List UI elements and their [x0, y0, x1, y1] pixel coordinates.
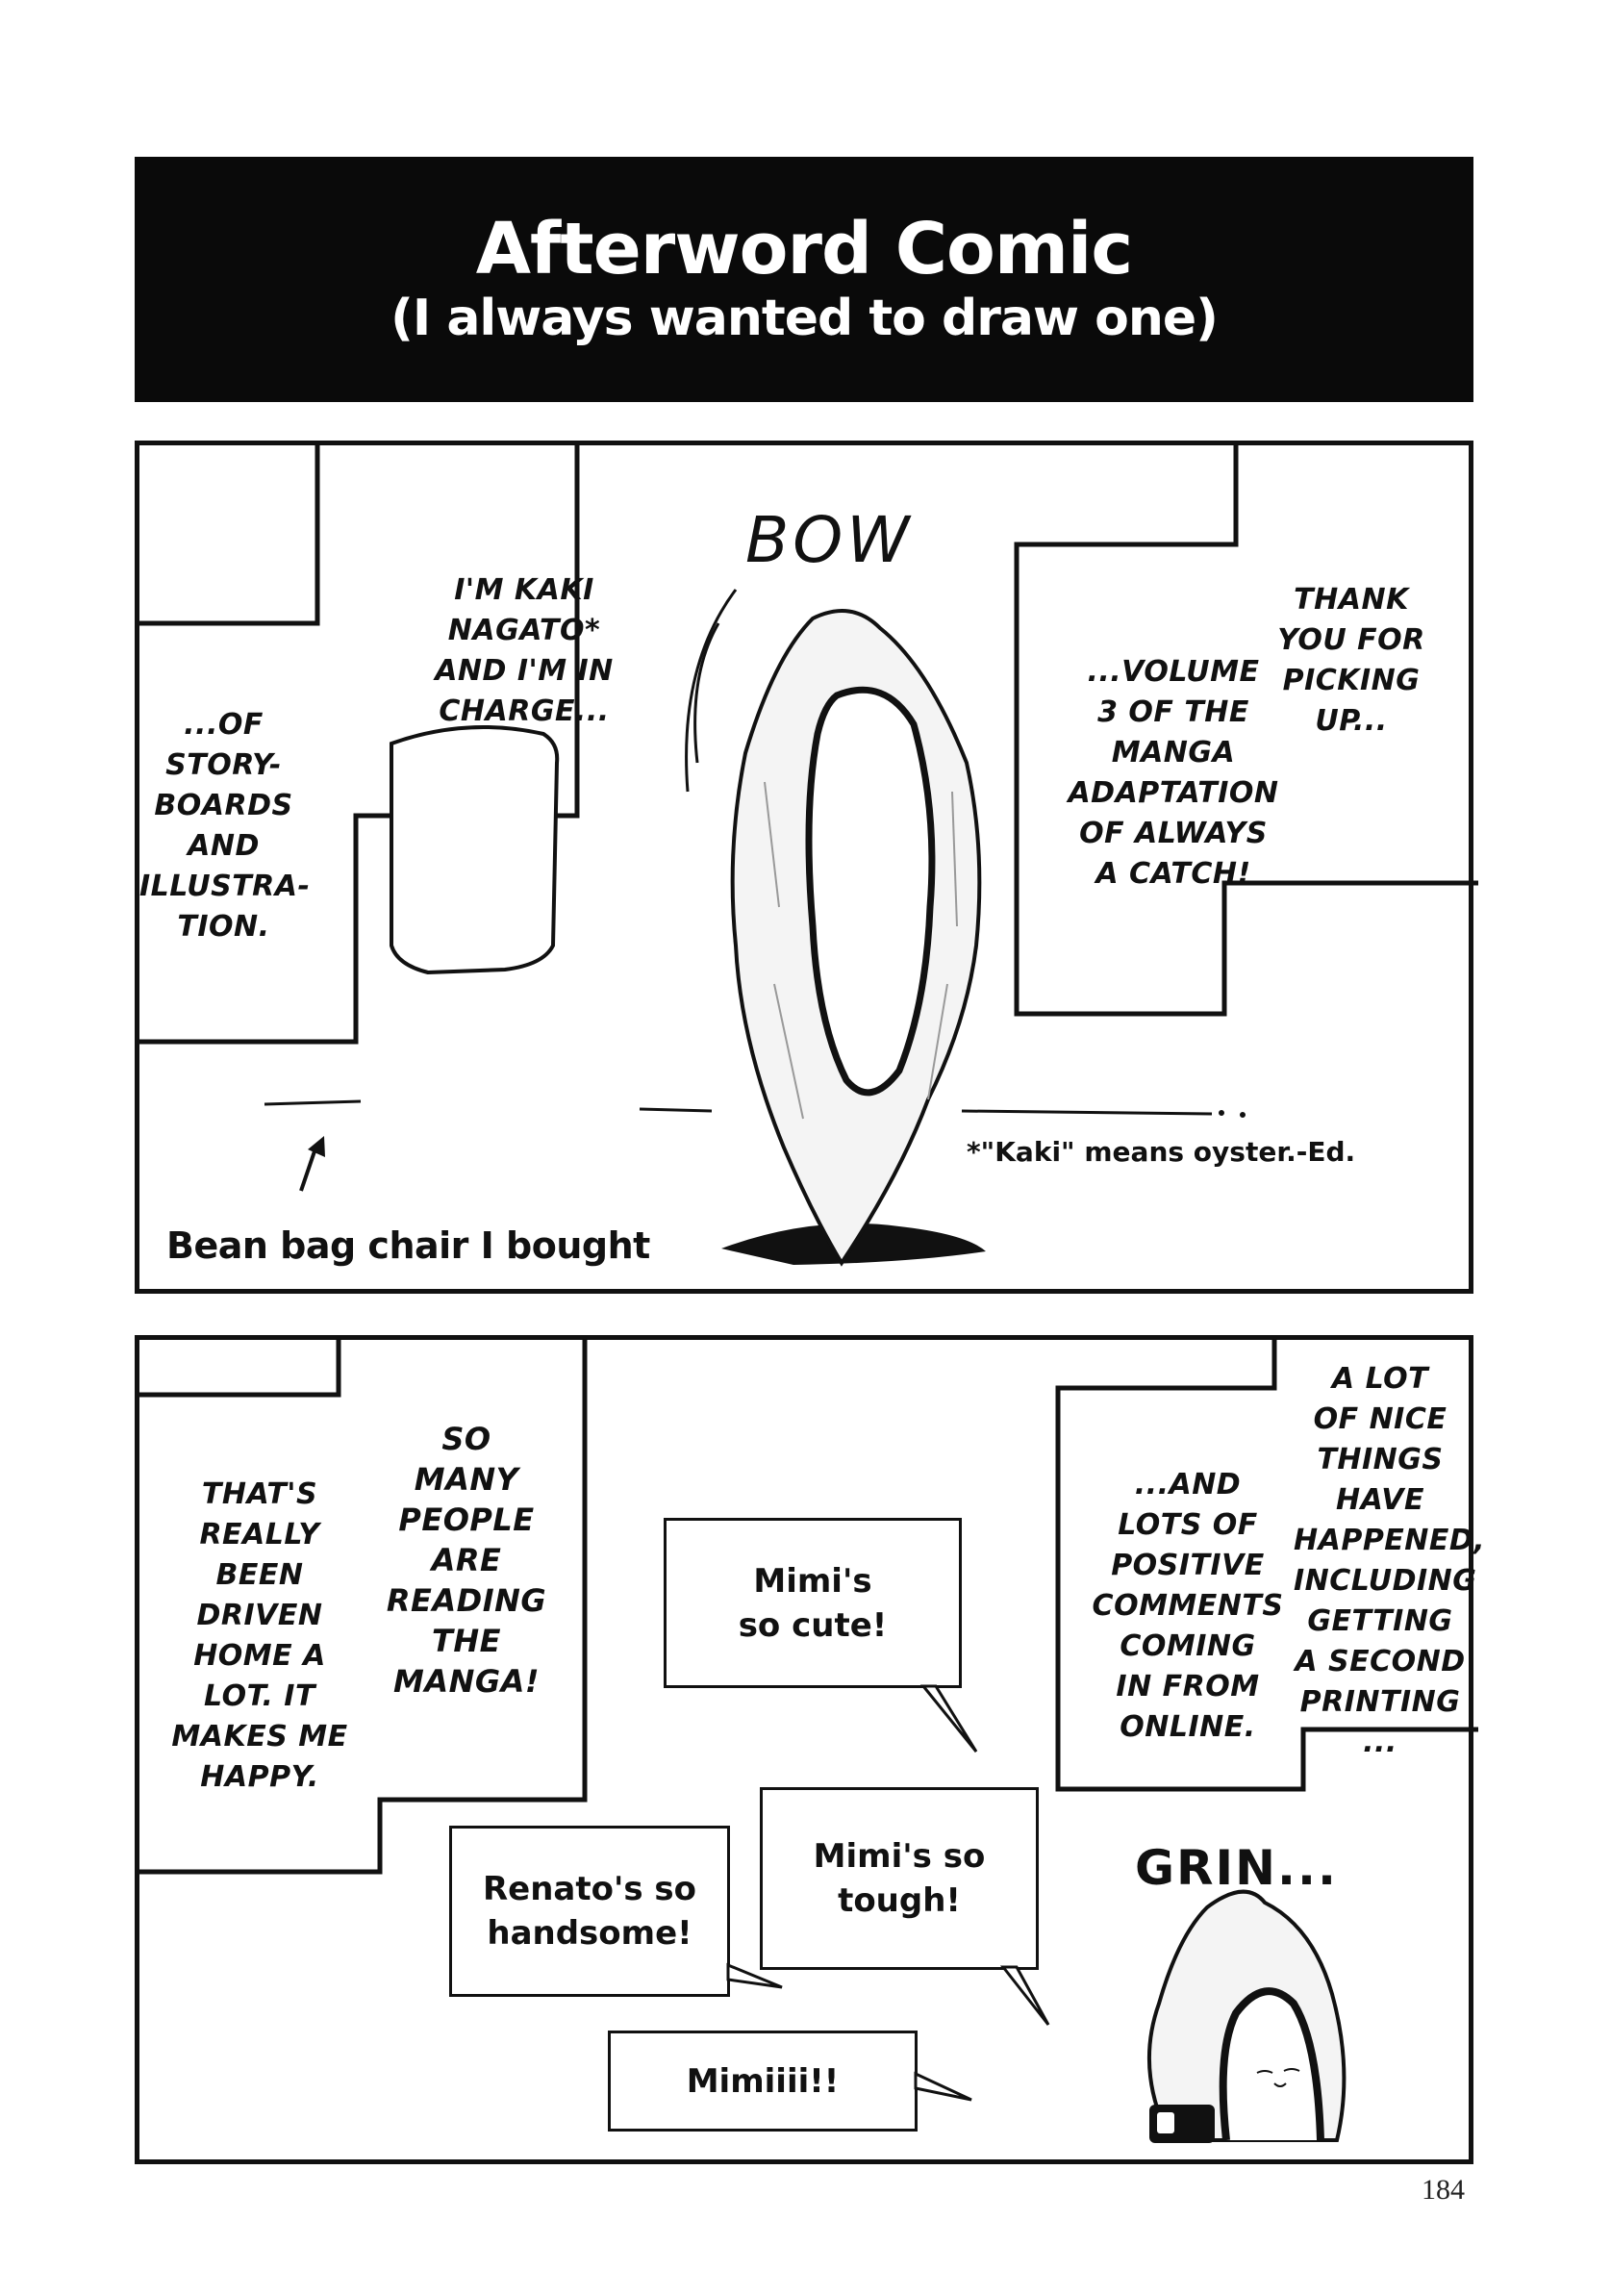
comic-panel-2: THAT'S REALLY BEEN DRIVEN HOME A LOT. IT…: [135, 1335, 1486, 2164]
oyster-character-bowing: [730, 609, 982, 1267]
bean-bag-label: Bean bag chair I bought: [166, 1224, 650, 1267]
speech-bubble-handsome: Renato's so handsome!: [449, 1826, 730, 1997]
caption-role: ...OF STORY- BOARDS AND ILLUSTRA- TION.: [139, 708, 311, 944]
caption-volume: ...VOLUME 3 OF THE MANGA ADAPTATION OF A…: [1068, 655, 1279, 891]
comic-panel-1: I'M KAKI NAGATO* AND I'M IN CHARGE... ..…: [135, 441, 1478, 1294]
footnote-kaki: *"Kaki" means oyster.-Ed.: [967, 1136, 1356, 1168]
afterword-title-banner: Afterword Comic (I always wanted to draw…: [135, 157, 1473, 402]
caption-intro: I'M KAKI NAGATO* AND I'M IN CHARGE...: [435, 573, 614, 728]
sfx-bow: BOW: [745, 503, 914, 577]
speech-bubble-tails: [726, 1684, 1050, 2102]
speech-bubble-cute: Mimi's so cute!: [664, 1518, 962, 1688]
sfx-grin: GRIN...: [1135, 1840, 1338, 1896]
page-title: Afterword Comic: [475, 207, 1133, 290]
speech-bubble-mimiiii: Mimiiii!!: [608, 2031, 918, 2132]
caption-nice-things: A LOT OF NICE THINGS HAVE HAPPENED, INCL…: [1294, 1362, 1486, 1759]
bean-bag-chair-drawing: [390, 724, 560, 975]
page-number: 184: [1422, 2174, 1465, 2206]
page-subtitle: (I always wanted to draw one): [390, 290, 1219, 347]
speech-bubble-tough: Mimi's so tough!: [760, 1787, 1039, 1970]
panel-1-caption-frames: [139, 445, 1478, 1267]
caption-happy: THAT'S REALLY BEEN DRIVEN HOME A LOT. IT…: [171, 1477, 348, 1794]
caption-thanks: THANK YOU FOR PICKING UP...: [1277, 583, 1425, 738]
caption-reading: SO MANY PEOPLE ARE READING THE MANGA!: [386, 1421, 547, 1700]
oyster-character-grinning: [1146, 1889, 1347, 2143]
caption-comments: ...AND LOTS OF POSITIVE COMMENTS COMING …: [1092, 1468, 1284, 1744]
panel-2-caption-frames: [139, 1340, 1478, 2143]
